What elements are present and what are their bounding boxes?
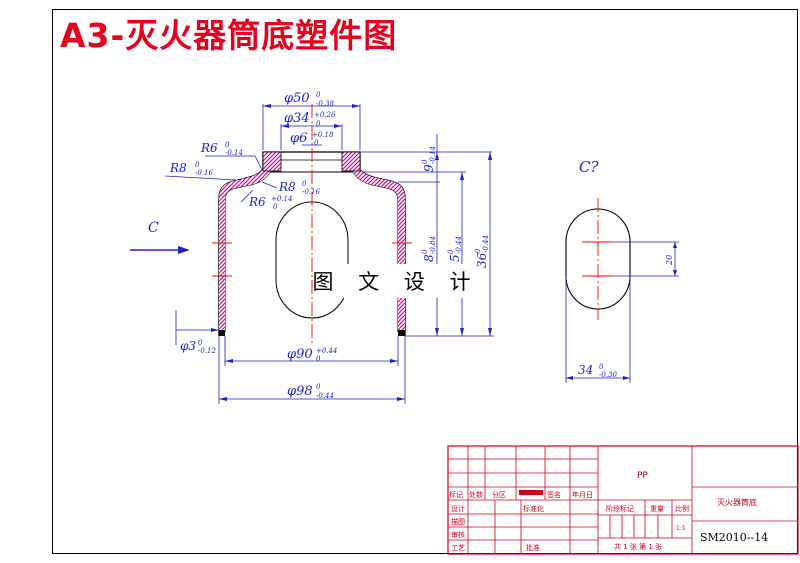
- svg-text:+0.18: +0.18: [312, 131, 334, 139]
- svg-text:-0.44: -0.44: [316, 392, 334, 400]
- svg-text:0: 0: [421, 249, 429, 254]
- svg-text:0: 0: [316, 91, 321, 99]
- dim-h36: 36: [475, 252, 489, 268]
- dim-s20: 20: [665, 255, 674, 266]
- svg-text:-0.44: -0.44: [482, 235, 490, 253]
- svg-text:工艺: 工艺: [451, 544, 465, 552]
- svg-text:-0.14: -0.14: [429, 146, 437, 164]
- detail-view-c: C? 20 34 0 -0.30: [565, 158, 679, 383]
- svg-text:-0.16: -0.16: [195, 169, 213, 177]
- svg-text:阶段标记: 阶段标记: [606, 504, 634, 513]
- watermark-box: 图 文 设 计: [312, 264, 472, 298]
- title-block-texts: PP 灭火器筒底 SM2010--14 标记 处数 分区 签名 年月日 设计 标…: [449, 471, 768, 552]
- svg-text:0: 0: [316, 355, 321, 363]
- dimension-texts: φ50 0 -0.38 φ34 +0.26 0 φ6 +0.18 0 R6 0 …: [169, 91, 490, 400]
- svg-text:设计: 设计: [451, 504, 465, 513]
- svg-text:0: 0: [198, 339, 203, 347]
- svg-text:处数: 处数: [469, 490, 483, 499]
- svg-text:0: 0: [273, 203, 278, 211]
- dim-d90: φ90: [287, 347, 313, 362]
- dim-h9: 9: [422, 164, 436, 172]
- svg-text:-0.44: -0.44: [455, 236, 463, 254]
- svg-text:+0.14: +0.14: [271, 195, 292, 203]
- svg-text:0: 0: [225, 141, 230, 149]
- part-inner-profile: [224, 171, 399, 332]
- svg-text:比例: 比例: [675, 504, 689, 513]
- dim-d34: φ34: [284, 111, 310, 126]
- svg-text:0: 0: [421, 159, 429, 164]
- foot-left: [219, 330, 225, 336]
- dimension-lines: [164, 104, 494, 404]
- foot-right: [398, 330, 405, 336]
- section-label: C?: [579, 158, 599, 176]
- svg-text:0: 0: [195, 161, 200, 169]
- dim-r8-left: R8: [169, 161, 187, 175]
- svg-text:共 1 张 第 1 张: 共 1 张 第 1 张: [614, 542, 662, 551]
- view-label: C: [148, 220, 159, 236]
- dim-r6-top: R6: [200, 141, 218, 155]
- wall-section-fill-right: [353, 170, 405, 330]
- dim-d6: φ6: [290, 131, 307, 146]
- svg-text:0: 0: [474, 248, 482, 253]
- svg-text:-0.16: -0.16: [302, 188, 320, 196]
- svg-text:0: 0: [302, 180, 307, 188]
- dim-d98: φ98: [287, 384, 313, 399]
- svg-text:-0.84: -0.84: [429, 236, 437, 254]
- boss-right-section: [341, 151, 361, 172]
- dimension-arrows: [211, 104, 492, 401]
- wall-section-fill: [219, 170, 270, 330]
- dim-h5: 5: [448, 254, 462, 262]
- svg-text:0: 0: [599, 363, 604, 371]
- dim-t3: φ3: [180, 339, 196, 353]
- dim-r6-inner: R6: [248, 195, 266, 209]
- svg-text:重量: 重量: [650, 505, 664, 513]
- title-block-red-bar: [519, 490, 543, 495]
- dim-d50: φ50: [284, 91, 310, 106]
- svg-text:+0.44: +0.44: [316, 347, 337, 355]
- dim-r8-inner: R8: [278, 180, 296, 194]
- svg-text:标准化: 标准化: [523, 504, 544, 513]
- svg-text:批准: 批准: [526, 543, 540, 552]
- svg-text:审核: 审核: [451, 530, 465, 539]
- svg-text:1:1: 1:1: [676, 525, 686, 532]
- drawing-number: SM2010--14: [700, 531, 768, 544]
- svg-text:年月日: 年月日: [572, 490, 593, 499]
- svg-text:-0.30: -0.30: [599, 371, 617, 379]
- dim-h8: 8: [422, 254, 436, 262]
- title-block: [447, 445, 799, 555]
- svg-text:描图: 描图: [451, 517, 465, 526]
- watermark-text: 图 文 设 计: [312, 270, 480, 294]
- svg-text:+0.26: +0.26: [314, 111, 336, 119]
- material: PP: [637, 471, 648, 481]
- svg-text:分区: 分区: [492, 490, 506, 499]
- view-arrow-c: C: [130, 220, 190, 254]
- svg-text:-0.14: -0.14: [225, 149, 243, 157]
- svg-text:-0.38: -0.38: [316, 100, 334, 108]
- dim-w34: 34: [578, 363, 593, 377]
- svg-text:签名: 签名: [547, 490, 561, 499]
- drawing-title: A3-灭火器筒底塑件图: [60, 16, 398, 55]
- boss-left-section: [262, 151, 282, 172]
- part-section-view: [212, 104, 412, 345]
- svg-text:-0.12: -0.12: [198, 347, 216, 355]
- part-name: 灭火器筒底: [717, 497, 757, 507]
- svg-text:0: 0: [314, 139, 319, 147]
- svg-text:0: 0: [316, 383, 321, 391]
- svg-text:0: 0: [316, 120, 321, 128]
- svg-text:标记: 标记: [449, 490, 463, 499]
- svg-text:0: 0: [447, 249, 455, 254]
- drawing-frame: [52, 9, 798, 554]
